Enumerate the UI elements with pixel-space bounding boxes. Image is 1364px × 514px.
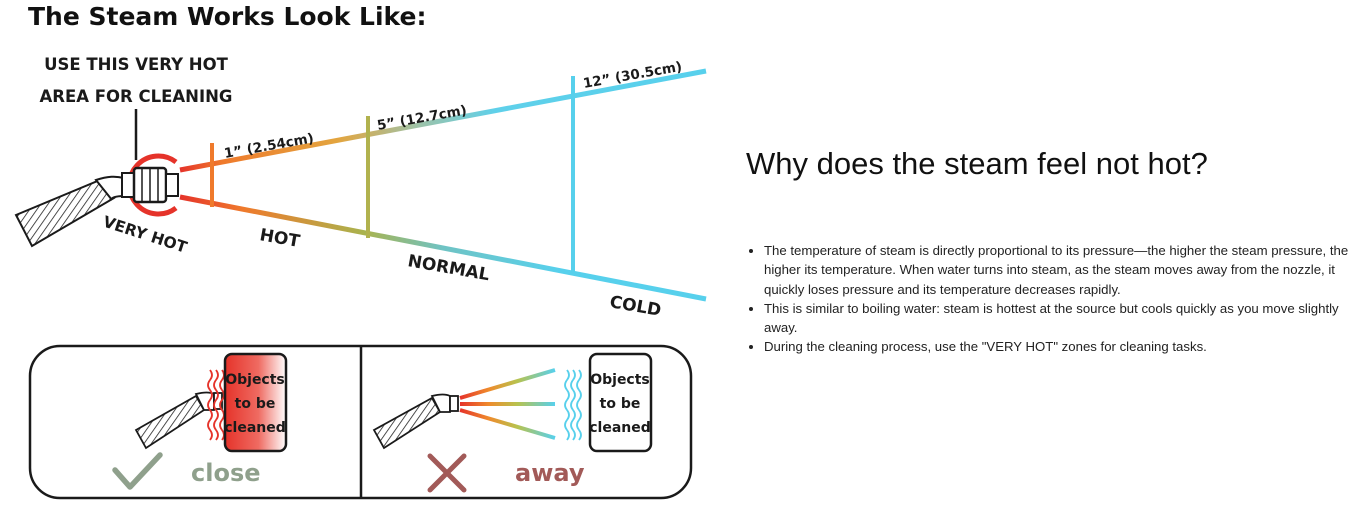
cool-wave-icon bbox=[564, 369, 582, 441]
check-icon bbox=[112, 452, 163, 490]
object-label-away-3: cleaned bbox=[589, 420, 651, 436]
object-label-close-1: Objects bbox=[225, 372, 285, 388]
steam-diagram-panel: USE THIS VERY HOT AREA FOR CLEANING VERY… bbox=[14, 2, 707, 500]
diagram-title: The Steam Works Look Like: bbox=[28, 2, 427, 31]
object-label-away-2: to be bbox=[600, 396, 641, 412]
steam-gun-small-icon-away bbox=[372, 393, 459, 450]
answer-list: The temperature of steam is directly pro… bbox=[746, 241, 1354, 357]
object-box-away bbox=[588, 352, 653, 453]
steam-streams bbox=[459, 368, 556, 440]
cross-icon bbox=[427, 453, 467, 493]
away-panel: Objects to be cleaned away bbox=[372, 352, 653, 493]
distance-label-2: 5” (12.7cm) bbox=[376, 102, 468, 134]
answer-bullet-1: The temperature of steam is directly pro… bbox=[764, 241, 1354, 299]
answer-bullet-3: During the cleaning process, use the "VE… bbox=[764, 337, 1354, 356]
heat-wave-icon bbox=[207, 369, 225, 441]
object-label-close-2: to be bbox=[235, 396, 276, 412]
callout-line-1: USE THIS VERY HOT bbox=[44, 55, 229, 74]
zone-label-cold: COLD bbox=[608, 292, 663, 321]
answer-bullet-2: This is similar to boiling water: steam … bbox=[764, 299, 1354, 338]
cone-upper-line bbox=[179, 68, 707, 173]
question-heading: Why does the steam feel not hot? bbox=[746, 146, 1208, 181]
away-label: away bbox=[515, 459, 585, 487]
steam-gun-icon bbox=[14, 166, 179, 248]
object-label-close-3: cleaned bbox=[224, 420, 286, 436]
zone-label-hot: HOT bbox=[258, 225, 302, 252]
object-box-close bbox=[223, 352, 288, 453]
explanation-panel: Why does the steam feel not hot? The tem… bbox=[746, 0, 1348, 514]
callout-line-2: AREA FOR CLEANING bbox=[40, 87, 233, 106]
close-label: close bbox=[191, 459, 261, 487]
zone-label-very-hot: VERY HOT bbox=[101, 213, 190, 257]
distance-label-1: 1” (2.54cm) bbox=[223, 130, 315, 162]
cone-lower-line bbox=[179, 194, 707, 302]
object-label-away-1: Objects bbox=[590, 372, 650, 388]
close-panel: Objects to be cleaned close bbox=[112, 352, 288, 490]
steam-diagram: USE THIS VERY HOT AREA FOR CLEANING VERY… bbox=[14, 55, 707, 500]
